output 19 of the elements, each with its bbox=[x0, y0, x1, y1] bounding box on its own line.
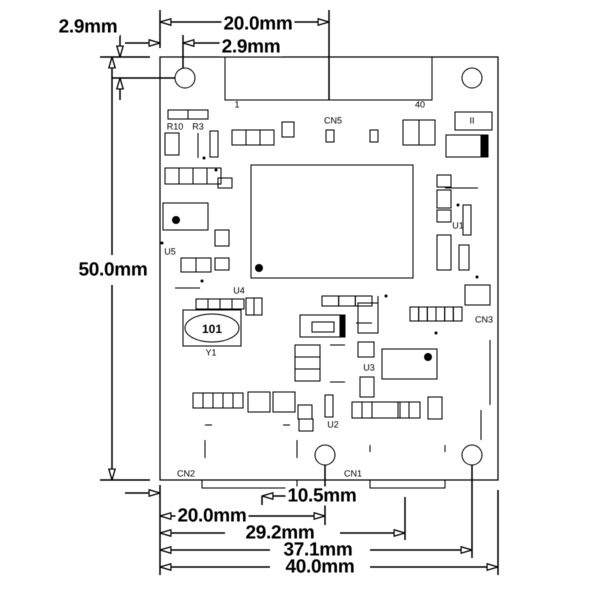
part-label: U2 bbox=[327, 420, 339, 430]
part-label: 1 bbox=[234, 100, 240, 110]
part-label: CN2 bbox=[177, 470, 195, 478]
dimension-label: 2.9mm bbox=[220, 38, 282, 56]
part-label: U5 bbox=[164, 248, 176, 256]
part-label: CN3 bbox=[475, 316, 493, 324]
part-label: R3 bbox=[192, 122, 204, 132]
part-label: CN1 bbox=[344, 470, 362, 478]
part-label: U1 bbox=[452, 222, 464, 230]
part-label: 40 bbox=[415, 100, 425, 110]
part-label: II bbox=[470, 116, 474, 126]
part-label: U4 bbox=[233, 286, 245, 296]
part-marking: 101 bbox=[202, 323, 222, 335]
part-label: Y1 bbox=[206, 348, 216, 358]
dimension-label: 2.9mm bbox=[56, 18, 120, 36]
part-label: U3 bbox=[363, 364, 375, 372]
part-label: R10 bbox=[166, 122, 184, 132]
dimension-label: 10.5mm bbox=[286, 486, 358, 506]
part-label: CN5 bbox=[324, 116, 342, 126]
